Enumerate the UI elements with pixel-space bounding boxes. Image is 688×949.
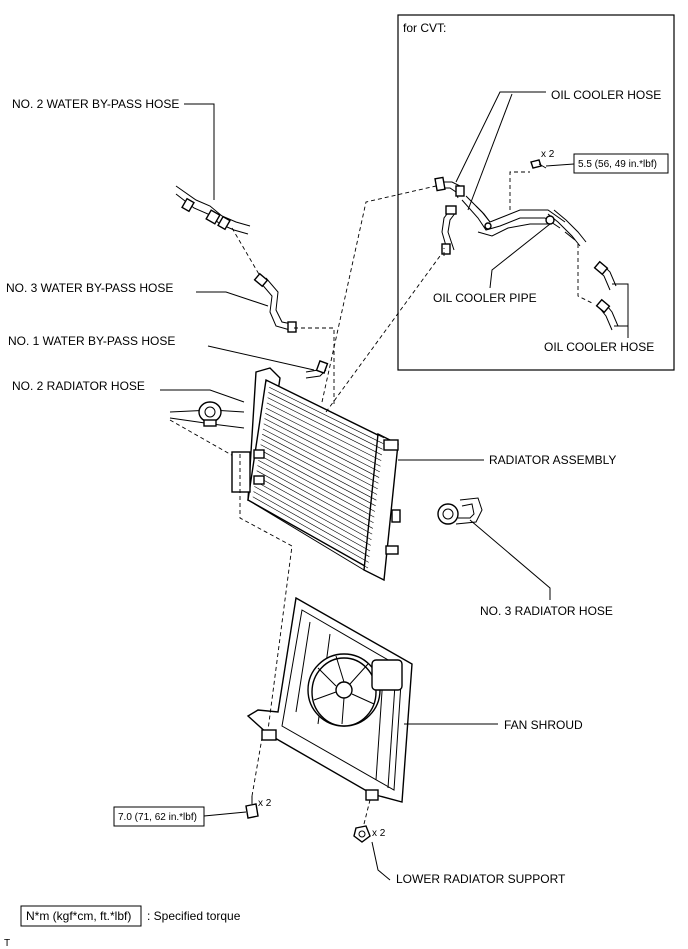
shroud-bolt-qty: x 2: [258, 798, 272, 809]
radiator-fin-line: [258, 459, 374, 524]
radiator-fin-line: [266, 402, 382, 461]
no2-water-bypass-hose-label: NO. 2 WATER BY-PASS HOSE: [12, 97, 179, 111]
radiator-fin-line: [252, 496, 369, 563]
radiator-fin-line: [264, 418, 380, 478]
no2-radiator-hose-label: NO. 2 RADIATOR HOSE: [12, 379, 145, 393]
radiator-fin-line: [257, 465, 374, 529]
oil-cooler-hose-right: [564, 231, 619, 331]
oil-cooler-hose-top-label: OIL COOLER HOSE: [551, 88, 661, 102]
radiator-fin-line: [265, 413, 380, 473]
radiator-fin-line: [262, 433, 378, 495]
inset-bolt-qty: x 2: [541, 149, 555, 160]
radiator-fin-line: [260, 444, 376, 507]
shroud-bolt: [245, 796, 259, 819]
oil-cooler-pipe: [461, 195, 587, 247]
no2-water-bypass-hose: [175, 185, 251, 235]
fan-shroud: [246, 596, 413, 803]
fan-shroud-label: FAN SHROUD: [504, 718, 583, 732]
no3-radiator-hose-label: NO. 3 RADIATOR HOSE: [480, 604, 613, 618]
no3-water-bypass-hose: [253, 272, 297, 333]
inset-torque-spec: 5.5 (56, 49 in.*lbf): [578, 159, 657, 170]
no2-radiator-hose: [169, 401, 245, 429]
cvt-inset: for CVT:: [397, 14, 675, 371]
radiator-fin-line: [268, 392, 383, 450]
radiator-fin-line: [255, 475, 372, 541]
support-qty: x 2: [372, 828, 386, 839]
radiator-fin-line: [253, 491, 370, 557]
no1-water-bypass-hose: [305, 360, 329, 379]
radiator-fin-line: [256, 470, 373, 535]
lower-radiator-support: [353, 825, 371, 843]
oil-cooler-pipe-label: OIL COOLER PIPE: [433, 291, 537, 305]
oil-cooler-hose-left: [434, 176, 491, 255]
radiator-assembly-label: RADIATOR ASSEMBLY: [489, 453, 616, 467]
footer-code: T: [4, 938, 10, 949]
radiator-fin-line: [254, 486, 371, 552]
radiator-fin-line: [262, 428, 378, 490]
no3-water-bypass-hose-label: NO. 3 WATER BY-PASS HOSE: [6, 281, 173, 295]
radiator-fin-line: [267, 397, 383, 456]
legend: N*m (kgf*cm, ft.*lbf) : Specified torque: [20, 905, 241, 927]
oil-cooler-hose-bottom-label: OIL COOLER HOSE: [544, 340, 654, 354]
radiator-fin-line: [258, 454, 375, 518]
legend-description: : Specified torque: [147, 909, 241, 923]
radiator-fin-line: [259, 449, 376, 512]
no1-water-bypass-hose-label: NO. 1 WATER BY-PASS HOSE: [8, 334, 175, 348]
inset-bolt: [530, 159, 547, 169]
shroud-rib: [295, 621, 311, 713]
legend-unit-box: N*m (kgf*cm, ft.*lbf): [26, 909, 131, 923]
radiator-fin-line: [263, 423, 379, 484]
no3-radiator-hose: [437, 497, 483, 525]
inset-title: for CVT:: [403, 21, 446, 35]
radiator-fin-line: [261, 439, 377, 501]
radiator-fin-line: [265, 407, 381, 467]
radiator-fin-line: [251, 501, 369, 569]
radiator-fin-line: [254, 480, 371, 546]
shroud-torque-spec: 7.0 (71, 62 in.*lbf): [118, 812, 197, 823]
radiator-assembly: [231, 367, 401, 582]
lower-radiator-support-label: LOWER RADIATOR SUPPORT: [396, 872, 566, 886]
radiator-fin-line: [269, 386, 384, 444]
